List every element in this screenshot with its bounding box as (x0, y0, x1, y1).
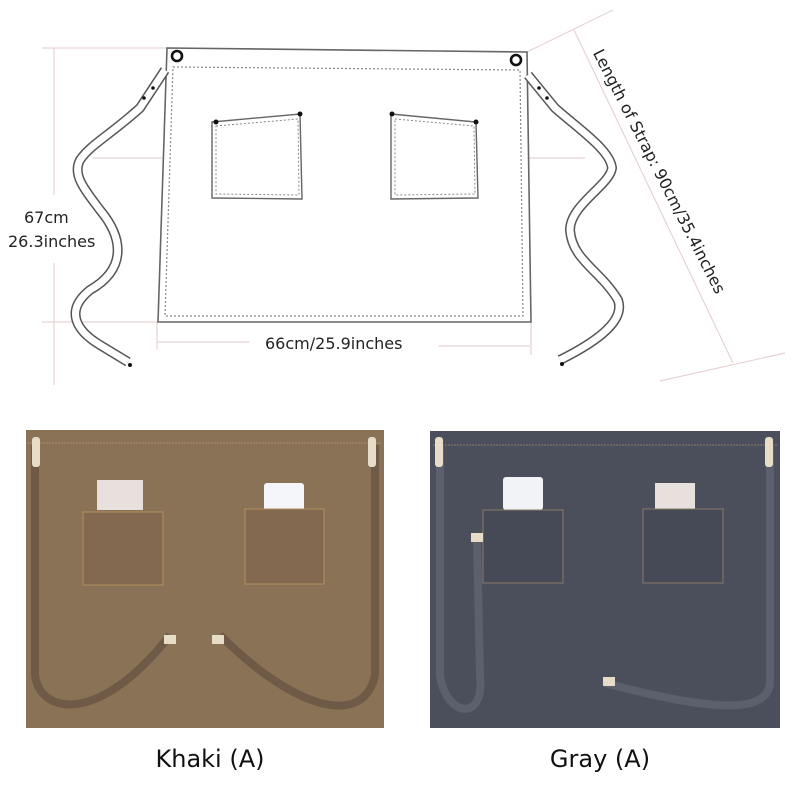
khaki-caption: Khaki (A) (155, 745, 265, 773)
height-cm-label: 67cm (24, 208, 69, 227)
gray-caption: Gray (A) (549, 745, 651, 773)
height-inches-label: 26.3inches (8, 232, 96, 251)
gray-apron-photo (430, 431, 780, 728)
khaki-apron-photo (26, 430, 384, 728)
width-label: 66cm/25.9inches (265, 334, 403, 353)
apron-dimension-diagram (42, 9, 786, 385)
